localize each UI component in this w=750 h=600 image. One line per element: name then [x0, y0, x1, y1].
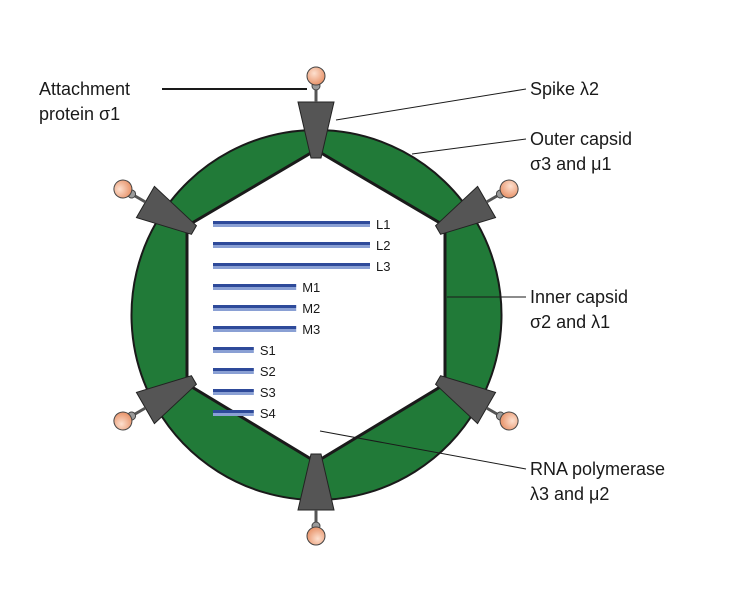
polymerase-label-line1: RNA polymerase	[530, 459, 665, 479]
spike-upper-right	[434, 179, 519, 235]
segment-label-m3: M3	[302, 322, 320, 337]
segment-bar-s4	[213, 410, 254, 413]
leader-outer-capsid	[411, 138, 527, 155]
leader-polymerase	[319, 430, 527, 470]
attachment-label-line1: Attachment	[39, 79, 130, 99]
segment-bar-shade-m1	[213, 287, 297, 290]
leader-spike	[335, 88, 527, 121]
segment-bar-s2	[213, 368, 254, 371]
segment-bar-shade-s2	[213, 371, 254, 374]
polymerase-label-line2: λ3 and μ2	[530, 484, 609, 504]
segment-label-m2: M2	[302, 301, 320, 316]
segment-bar-shade-l2	[213, 245, 370, 248]
segment-label-s4: S4	[260, 406, 276, 421]
spike-lower-right	[434, 375, 519, 431]
segment-bar-l1	[213, 221, 370, 224]
segment-label-s2: S2	[260, 364, 276, 379]
segment-label-l1: L1	[376, 217, 390, 232]
spike-bottom	[297, 453, 335, 546]
segment-label-m1: M1	[302, 280, 320, 295]
segment-label-l3: L3	[376, 259, 390, 274]
spike-label: Spike λ2	[530, 79, 599, 99]
segment-bar-s1	[213, 347, 254, 350]
segment-label-l2: L2	[376, 238, 390, 253]
segment-bar-shade-s3	[213, 392, 254, 395]
segment-bar-l3	[213, 263, 370, 266]
segment-bar-shade-l1	[213, 224, 370, 227]
segment-bar-s3	[213, 389, 254, 392]
attachment-label-line2: protein σ1	[39, 104, 120, 124]
segment-bar-l2	[213, 242, 370, 245]
inner-capsid-label-line2: σ2 and λ1	[530, 312, 610, 332]
inner-capsid-label-line1: Inner capsid	[530, 287, 628, 307]
segment-label-s1: S1	[260, 343, 276, 358]
segment-bar-m3	[213, 326, 297, 329]
spike-top	[297, 66, 335, 159]
segment-bar-m2	[213, 305, 297, 308]
segment-bar-shade-m2	[213, 308, 297, 311]
segment-bar-shade-m3	[213, 329, 297, 332]
spike-lower-left	[113, 375, 198, 431]
segment-bar-shade-s4	[213, 413, 254, 416]
segment-label-s3: S3	[260, 385, 276, 400]
segment-bar-m1	[213, 284, 297, 287]
spike-upper-left	[113, 179, 198, 235]
segment-bar-shade-s1	[213, 350, 254, 353]
segment-bar-shade-l3	[213, 266, 370, 269]
outer-capsid-label-line2: σ3 and μ1	[530, 154, 612, 174]
outer-capsid-label-line1: Outer capsid	[530, 129, 632, 149]
